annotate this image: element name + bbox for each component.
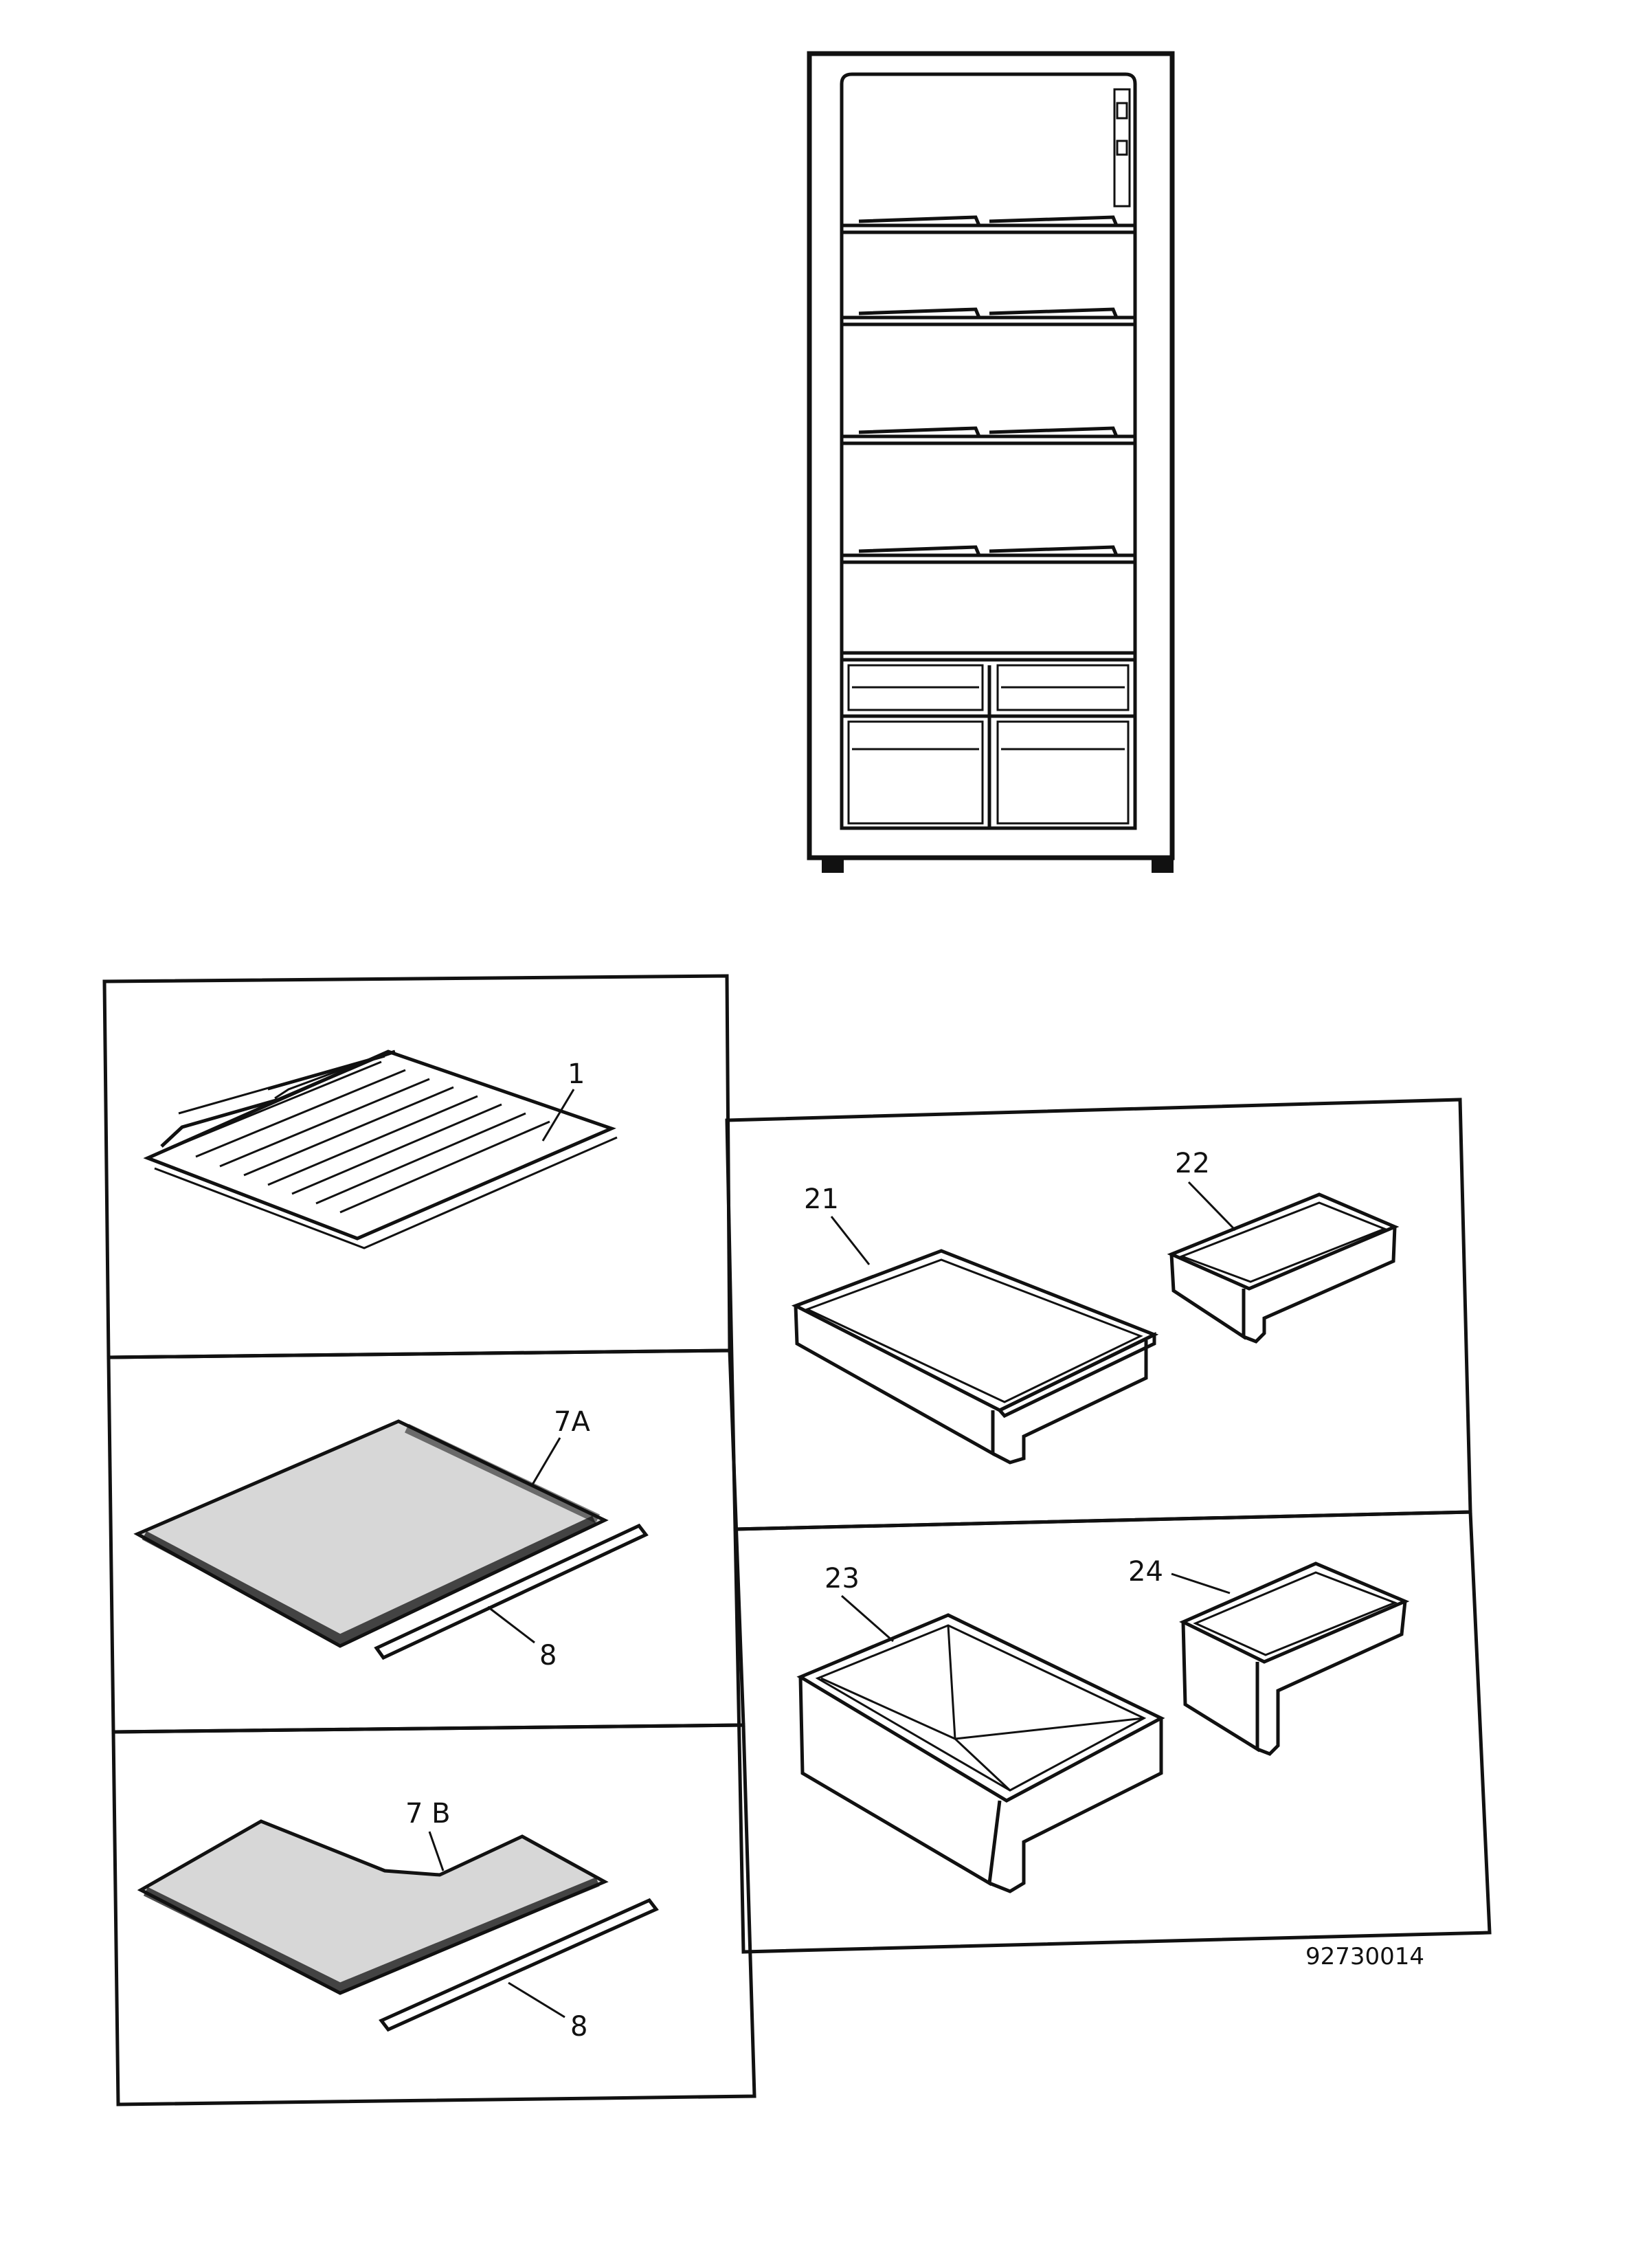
label-shelf-trim-b: 8 (570, 2011, 587, 2043)
label-drawer-large: 23 (824, 1563, 860, 1594)
label-shelf-trim-a: 8 (539, 1640, 557, 1671)
fridge-foot-right (1152, 858, 1174, 873)
glass-shelf-notched (137, 1819, 609, 1995)
shelf-trim-b (379, 1898, 659, 2032)
wire-shelf (143, 1049, 618, 1249)
drawer-small (1179, 1561, 1410, 1756)
crisper-large (791, 1249, 1159, 1465)
leader-wire-shelf (541, 1089, 575, 1142)
drawer-large (796, 1613, 1165, 1893)
label-glass-shelf-full: 7A (554, 1406, 590, 1438)
fridge-drawers (842, 664, 1135, 828)
thermostat-control (1113, 88, 1131, 208)
panel-outline-wire-shelf (102, 974, 732, 1359)
label-drawer-small: 24 (1128, 1556, 1163, 1588)
crisper-small (1167, 1192, 1400, 1344)
label-crisper-small: 22 (1175, 1148, 1210, 1179)
label-crisper-large: 21 (804, 1183, 839, 1215)
glass-shelf-full (133, 1419, 609, 1648)
diagram-code: 92730014 (1305, 1943, 1424, 1970)
shelf-trim-a (374, 1523, 649, 1660)
drawers-panel: 21 22 23 24 (725, 1098, 1492, 1954)
panel-outline-notched-shelf (111, 1723, 756, 2106)
fridge-shelves (842, 215, 1135, 662)
panel-outline-drawers (733, 1510, 1492, 1954)
label-glass-shelf-notched: 7 B (405, 1798, 451, 1830)
fridge-overview (807, 51, 1175, 873)
fridge-liner (840, 72, 1137, 830)
label-wire-shelf: 1 (568, 1058, 585, 1090)
fridge-foot-left (822, 858, 844, 873)
fridge-cabinet (807, 51, 1175, 860)
shelves-panel: 1 7A 8 7 B 8 (102, 974, 756, 2106)
